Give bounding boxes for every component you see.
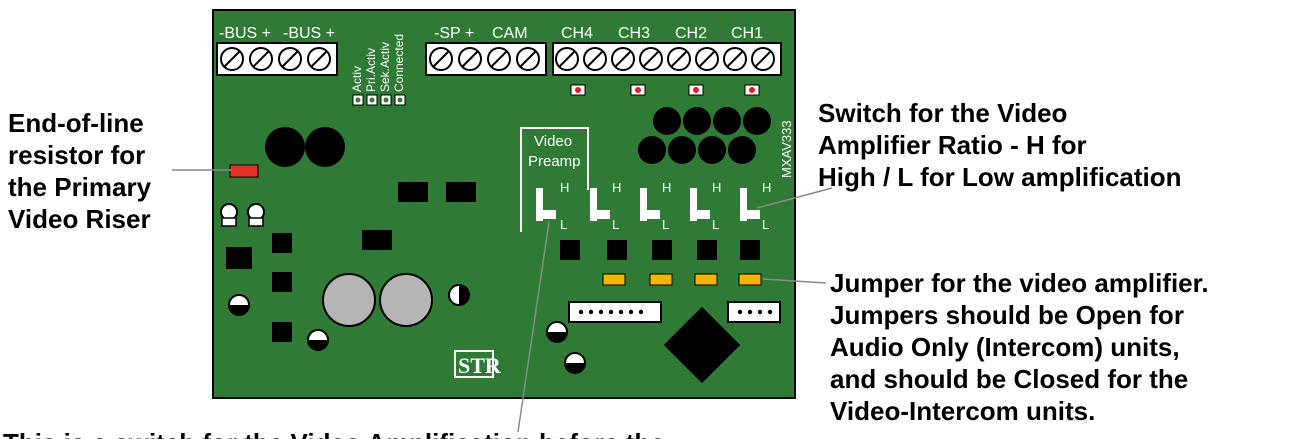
svg-text:L: L bbox=[762, 217, 769, 232]
svg-text:resistor for: resistor for bbox=[8, 140, 145, 170]
electrolytic-capacitors bbox=[228, 284, 586, 374]
terminal-label-ch1: CH1 bbox=[731, 25, 763, 42]
capacitors-top-left bbox=[265, 127, 345, 167]
svg-text:H: H bbox=[662, 180, 671, 195]
svg-text:Jumper for the video amplifier: Jumper for the video amplifier. bbox=[830, 268, 1209, 298]
hl-switches: H L H L H L H L H L bbox=[536, 180, 771, 232]
video-preamp-box: Video Preamp bbox=[520, 127, 589, 232]
svg-text:and should be Closed for the: and should be Closed for the bbox=[830, 364, 1188, 394]
svg-text:Jumpers should be Open for: Jumpers should be Open for bbox=[830, 300, 1184, 330]
switch-ch3: H L bbox=[640, 180, 671, 232]
led-label-connected: Connected bbox=[392, 34, 406, 92]
large-capacitors bbox=[322, 273, 433, 327]
switch-preamp: H L bbox=[536, 180, 569, 232]
terminal-label-sp: -SP + bbox=[434, 25, 474, 42]
callout-resistor: End-of-line resistor for the Primary Vid… bbox=[8, 108, 152, 234]
terminal-label-ch2: CH2 bbox=[675, 25, 707, 42]
terminal-label-ch3: CH3 bbox=[618, 25, 650, 42]
terminal-label-cam: CAM bbox=[492, 25, 528, 42]
small-transistors bbox=[220, 203, 265, 227]
svg-text:L: L bbox=[662, 217, 669, 232]
led-label-activ: Activ bbox=[350, 66, 364, 92]
svg-text:L: L bbox=[560, 217, 567, 232]
callout-jumper: Jumper for the video amplifier. Jumpers … bbox=[830, 268, 1209, 426]
svg-text:End-of-line: End-of-line bbox=[8, 108, 144, 138]
connector-strip-left bbox=[568, 301, 662, 323]
led-label-pri-activ: Pri.Activ bbox=[364, 48, 378, 92]
smd-components bbox=[226, 182, 760, 342]
connector-strip-right bbox=[727, 301, 781, 323]
switch-ch4: H L bbox=[590, 180, 621, 232]
callout-preamp-switch: This is a switch for the Video Amplifica… bbox=[3, 428, 665, 439]
terminal-label-ch4: CH4 bbox=[561, 25, 593, 42]
str-logo-text: STR bbox=[458, 353, 502, 378]
svg-text:Amplifier Ratio - H for: Amplifier Ratio - H for bbox=[818, 130, 1087, 160]
preamp-label-preamp: Preamp bbox=[528, 153, 581, 170]
ic-chip bbox=[663, 306, 741, 384]
svg-text:Video-Intercom units.: Video-Intercom units. bbox=[830, 396, 1095, 426]
leader-lines bbox=[172, 169, 833, 433]
terminal-labels: -BUS + -BUS + -SP + CAM CH4 CH3 CH2 CH1 bbox=[219, 25, 763, 42]
callout-ratio-switch: Switch for the Video Amplifier Ratio - H… bbox=[818, 98, 1182, 192]
str-logo: STR bbox=[454, 350, 502, 378]
model-label: MXAV333 bbox=[779, 120, 794, 178]
led-labels: Activ Pri.Activ Sek.Activ Connected bbox=[350, 34, 406, 92]
switch-ch2: H L bbox=[690, 180, 721, 232]
switch-ch1: H L bbox=[740, 180, 771, 232]
svg-text:H: H bbox=[712, 180, 721, 195]
channel-leds bbox=[570, 84, 760, 96]
video-jumpers bbox=[602, 273, 762, 286]
svg-text:the Primary: the Primary bbox=[8, 172, 152, 202]
terminal-block-sp-cam bbox=[425, 42, 547, 76]
terminal-block-channels bbox=[552, 42, 782, 76]
led-label-sek-activ: Sek.Activ bbox=[378, 42, 392, 92]
svg-text:L: L bbox=[712, 217, 719, 232]
svg-text:H: H bbox=[612, 180, 621, 195]
svg-text:Switch for the Video: Switch for the Video bbox=[818, 98, 1067, 128]
svg-text:L: L bbox=[612, 217, 619, 232]
svg-text:H: H bbox=[560, 180, 569, 195]
terminal-label-bus2: -BUS + bbox=[283, 25, 335, 42]
end-of-line-resistor bbox=[229, 164, 259, 178]
preamp-label-video: Video bbox=[534, 133, 572, 150]
terminal-label-bus1: -BUS + bbox=[219, 25, 271, 42]
svg-text:High / L for Low amplification: High / L for Low amplification bbox=[818, 162, 1182, 192]
status-leds bbox=[352, 94, 406, 106]
terminal-block-bus bbox=[216, 42, 338, 76]
svg-text:Audio Only (Intercom) units,: Audio Only (Intercom) units, bbox=[830, 332, 1180, 362]
svg-text:Video Riser: Video Riser bbox=[8, 204, 151, 234]
svg-text:H: H bbox=[762, 180, 771, 195]
capacitor-cluster bbox=[638, 107, 771, 164]
